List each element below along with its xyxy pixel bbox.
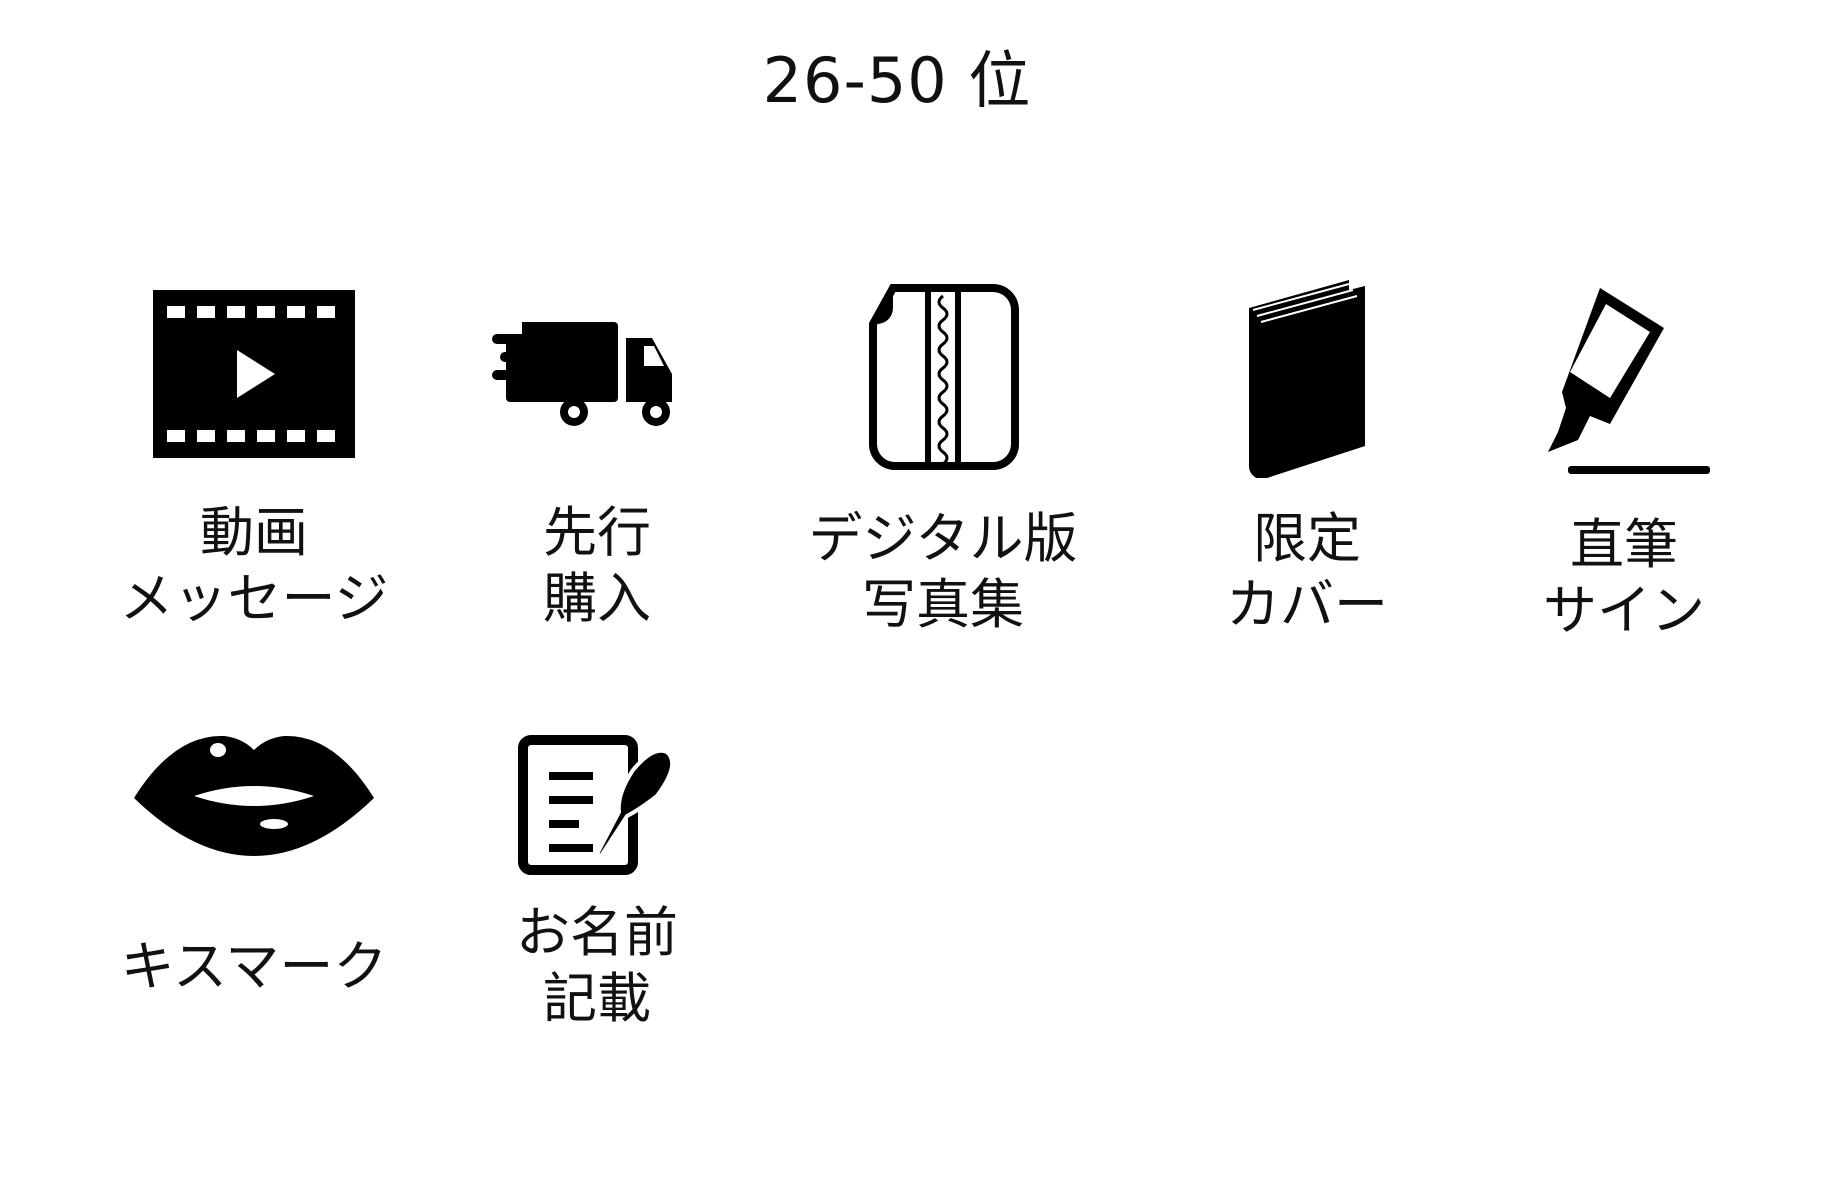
reward-name-inscription: お名前 記載 xyxy=(437,734,757,1032)
label-line: デジタル版 xyxy=(808,507,1078,570)
reward-label: 限定 カバー xyxy=(1147,506,1467,638)
label-line: メッセージ xyxy=(119,567,389,630)
label-line: 購入 xyxy=(543,567,651,630)
reward-autograph: 直筆 サイン xyxy=(1464,282,1784,644)
reward-limited-cover: 限定 カバー xyxy=(1147,276,1467,638)
label-line: お名前 xyxy=(516,901,678,964)
page-title: 26-50 位 xyxy=(762,44,1032,117)
reward-digital-photobook: デジタル版 写真集 xyxy=(783,282,1103,638)
label-line: キスマーク xyxy=(120,935,388,998)
book-icon xyxy=(1249,280,1365,478)
reward-early-purchase: 先行 購入 xyxy=(437,290,757,632)
label-line: 動画 xyxy=(200,501,308,564)
lips-icon xyxy=(134,735,374,856)
label-line: サイン xyxy=(1543,579,1705,642)
reward-label: お名前 記載 xyxy=(437,900,757,1032)
label-line: 限定 xyxy=(1253,507,1361,570)
label-line: 先行 xyxy=(543,501,651,564)
film-play-icon xyxy=(153,290,355,458)
label-line: 直筆 xyxy=(1570,513,1678,576)
label-line: 記載 xyxy=(543,967,651,1030)
marker-pen-icon xyxy=(1548,288,1710,474)
delivery-truck-icon xyxy=(492,322,672,426)
digital-photobook-icon xyxy=(869,284,1019,470)
reward-label: 直筆 サイン xyxy=(1464,512,1784,644)
reward-label: デジタル版 写真集 xyxy=(783,506,1103,638)
reward-video-message: 動画 メッセージ xyxy=(94,290,414,632)
label-line: カバー xyxy=(1226,573,1388,636)
reward-label: 先行 購入 xyxy=(437,500,757,632)
document-quill-icon xyxy=(518,735,675,875)
reward-label: キスマーク xyxy=(94,934,414,1000)
reward-label: 動画 メッセージ xyxy=(94,500,414,632)
label-line: 写真集 xyxy=(862,573,1024,636)
reward-kiss-mark: キスマーク xyxy=(94,730,414,1000)
